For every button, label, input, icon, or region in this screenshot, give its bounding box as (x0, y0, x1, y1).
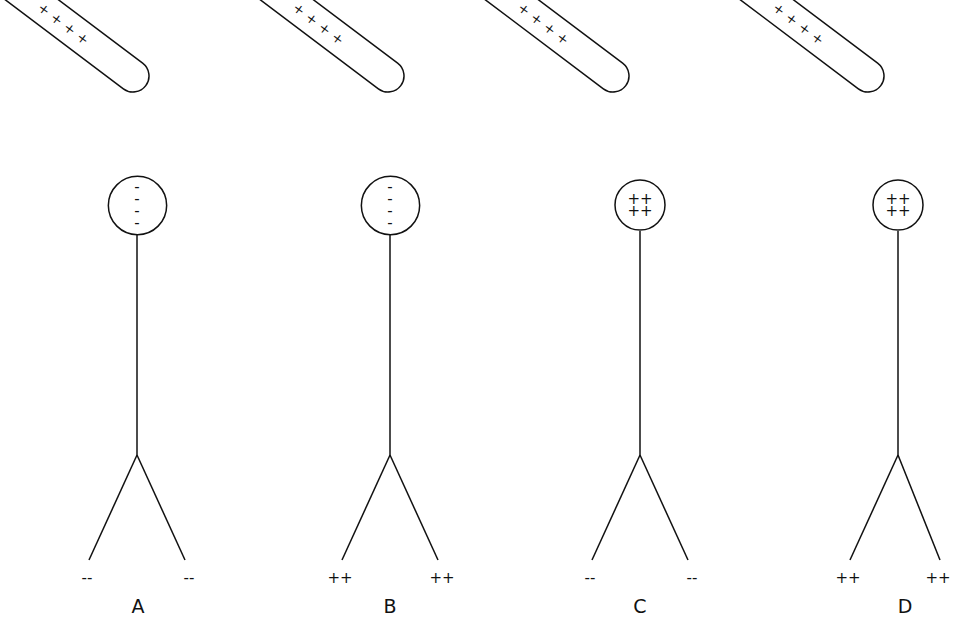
knob-charge: ++ ++ (885, 193, 910, 217)
leaf-charge: -- (82, 569, 93, 587)
rod-outline (3, 0, 159, 102)
rod-charge: + + + + (35, 0, 92, 47)
charged-rod: + + + + (483, 0, 623, 90)
rod-outline (452, 0, 636, 98)
leaf-charge: -- (184, 569, 195, 587)
leaf-charge: -- (687, 569, 698, 587)
rod-charge: + + + + (770, 0, 827, 47)
knob-outline (108, 176, 166, 234)
rod-charge: + + + + (515, 0, 572, 47)
knob-charge: ++ ++ (627, 193, 652, 217)
knob-outline (615, 180, 665, 230)
leaf-charge: ++ (327, 569, 352, 587)
panel-letter: A (132, 595, 145, 617)
leaf-charge: ++ (835, 569, 860, 587)
knob-outline (361, 176, 419, 234)
electroscope-stem (592, 231, 688, 560)
electroscope-knob: ++ ++ (872, 179, 924, 231)
rod-outline (738, 0, 894, 102)
electroscope-stem (850, 231, 940, 560)
leaf-charge: -- (585, 569, 596, 587)
panel-letter: D (898, 595, 913, 617)
leaf-charge: ++ (429, 569, 454, 587)
knob-outline (873, 180, 923, 230)
rod-outline (707, 0, 891, 98)
rod-charge: + + + + (290, 0, 347, 47)
electroscope-stem (89, 231, 185, 560)
charged-rod: + + + + (738, 0, 878, 90)
electroscope-knob: -- -- (360, 175, 421, 236)
panel-letter: B (383, 595, 396, 617)
panel-letter: C (633, 595, 646, 617)
rod-outline (227, 0, 411, 98)
electroscope-knob: -- -- (107, 175, 168, 236)
rod-outline (0, 0, 155, 98)
charged-rod: + + + + (258, 0, 398, 90)
electroscope-knob: ++ ++ (614, 179, 666, 231)
knob-charge: -- -- (387, 181, 392, 229)
rod-outline (258, 0, 414, 102)
leaf-charge: ++ (925, 569, 950, 587)
electroscope-stem (342, 231, 438, 560)
knob-charge: -- -- (134, 181, 139, 229)
charged-rod: + + + + (3, 0, 143, 90)
rod-outline (483, 0, 639, 102)
